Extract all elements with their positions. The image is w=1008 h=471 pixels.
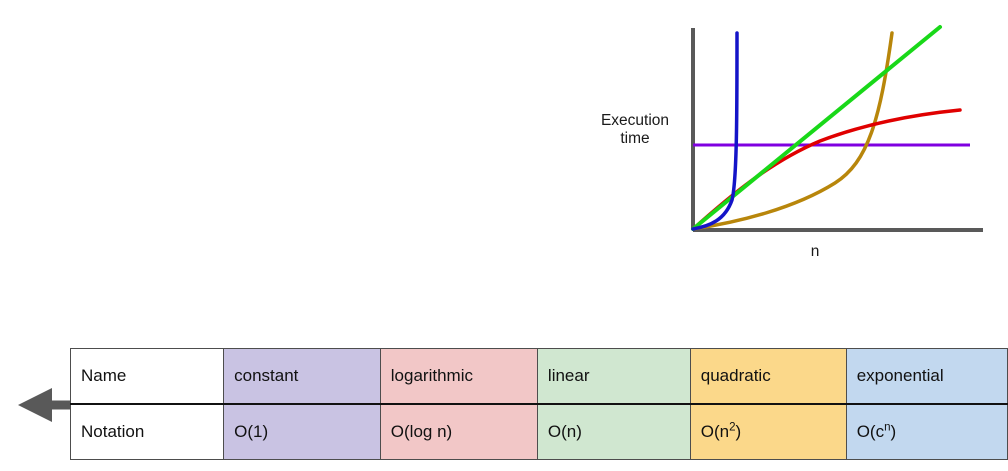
- cell-name-logarithmic: logarithmic: [379, 348, 538, 405]
- left-arrow-head: [18, 388, 52, 422]
- complexity-table: Name constant logarithmic linear quadrat…: [69, 348, 1008, 460]
- notation-exponent: n: [884, 421, 891, 434]
- row-header-name: Name: [69, 348, 225, 405]
- complexity-growth-chart: Execution time n: [580, 0, 1008, 285]
- cell-name-constant: constant: [223, 348, 381, 405]
- cell-notation-exponential: O(cn): [845, 403, 1008, 460]
- notation-base: O(n: [700, 422, 730, 441]
- y-axis-label: Execution time: [600, 112, 670, 147]
- row-header-notation: Notation: [69, 403, 225, 460]
- cell-notation-linear: O(n): [536, 403, 691, 460]
- cell-notation-quadratic: O(n2): [689, 403, 847, 460]
- cell-name-quadratic: quadratic: [689, 348, 847, 405]
- cell-name-linear: linear: [536, 348, 691, 405]
- notation-exponent: 2: [729, 421, 736, 434]
- series-exponential-curve: [691, 31, 739, 231]
- series-quadratic-curve: [691, 31, 894, 231]
- table-row-notation: Notation O(1) O(log n) O(n) O(n2) O(cn): [69, 403, 1008, 460]
- complexity-table-region: Name constant logarithmic linear quadrat…: [0, 340, 1008, 471]
- notation-base: O(c: [856, 422, 885, 441]
- cell-name-exponential: exponential: [845, 348, 1008, 405]
- notation-tail: ): [890, 422, 897, 441]
- notation-tail: ): [735, 422, 742, 441]
- table-row-name: Name constant logarithmic linear quadrat…: [69, 348, 1008, 405]
- series-linear-line: [691, 25, 942, 231]
- chart-canvas: [691, 25, 983, 232]
- cell-notation-constant: O(1): [223, 403, 381, 460]
- x-axis-label: n: [810, 243, 820, 260]
- cell-notation-logarithmic: O(log n): [379, 403, 538, 460]
- series-logarithmic-curve: [691, 108, 962, 231]
